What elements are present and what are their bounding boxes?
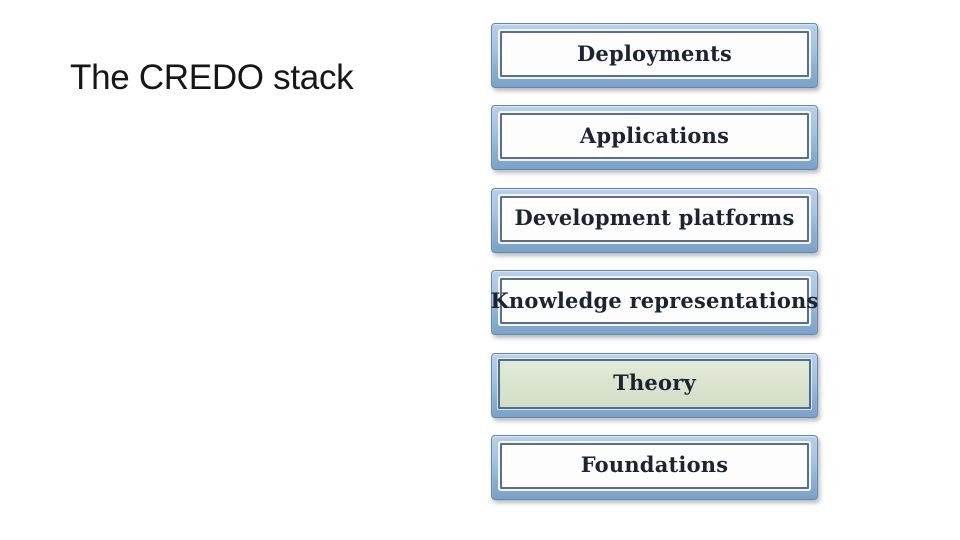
stack-box-panel: Foundations <box>500 442 809 489</box>
stack-box-label: Applications <box>579 122 730 148</box>
stack-box-panel: Deployments <box>500 31 809 77</box>
stack-box-label: Foundations <box>580 452 729 478</box>
stack: Deployments Applications Development pla… <box>490 23 818 500</box>
stack-box-label: Knowledge representations <box>490 287 819 313</box>
stack-box-applications: Applications <box>491 105 818 171</box>
stack-box-deployments: Deployments <box>491 23 818 88</box>
stack-box-label: Deployments <box>576 40 732 66</box>
stack-box-foundations: Foundations <box>491 434 818 500</box>
stack-box-development-platforms: Development platforms <box>491 187 818 253</box>
stack-box-panel: Applications <box>500 113 809 160</box>
stack-box-panel: Knowledge representations <box>490 278 818 325</box>
stack-box-panel: Development platforms <box>500 195 809 242</box>
stack-box-theory: Theory <box>491 352 818 418</box>
stack-box-label: Theory <box>613 370 696 396</box>
stack-box-knowledge-representations: Knowledge representations <box>490 270 818 336</box>
slide-title: The CREDO stack <box>70 58 354 97</box>
stack-box-label: Development platforms <box>514 205 795 231</box>
stack-box-panel: Theory <box>498 358 811 409</box>
